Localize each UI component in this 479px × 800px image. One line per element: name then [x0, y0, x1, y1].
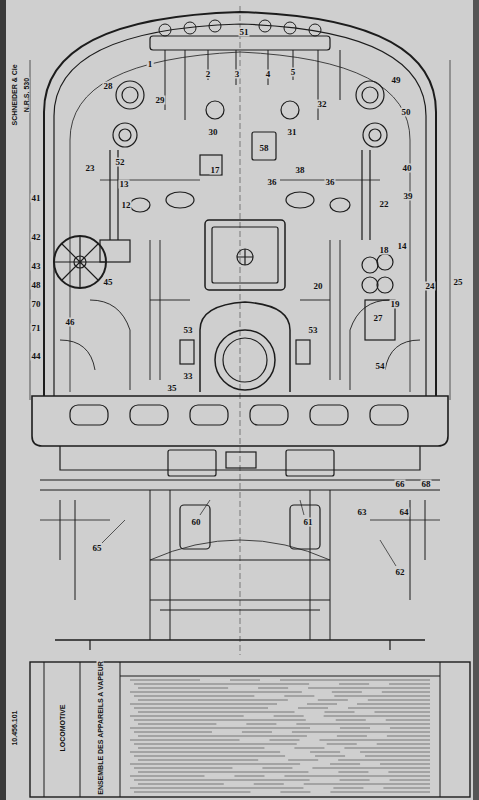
callout-number: 66	[395, 480, 406, 489]
callout-number: 31	[287, 128, 298, 137]
callout-number: 1	[147, 60, 154, 69]
title-block-text: 10.456.101	[11, 709, 18, 746]
callout-number: 13	[119, 180, 130, 189]
callout-number: 12	[121, 201, 132, 210]
callout-number: 63	[357, 508, 368, 517]
callout-number: 19	[390, 300, 401, 309]
callout-number: 61	[303, 518, 314, 527]
callout-number: 27	[373, 314, 384, 323]
callout-number: 4	[265, 70, 272, 79]
title-block-text: LOCOMOTIVE	[59, 703, 66, 752]
callout-number: 3	[234, 70, 241, 79]
callout-number: 49	[391, 76, 402, 85]
callout-number: 30	[208, 128, 219, 137]
callout-number: 40	[402, 164, 413, 173]
callout-number: 42	[31, 233, 42, 242]
callout-number: 17	[210, 166, 221, 175]
callout-number: 60	[191, 518, 202, 527]
callout-number: 68	[421, 480, 432, 489]
callout-number: 53	[308, 326, 319, 335]
callout-number: 46	[65, 318, 76, 327]
title-block-text: SCHNEIDER & Cie	[11, 63, 18, 126]
callout-number: 65	[92, 544, 103, 553]
callout-number: 43	[31, 262, 42, 271]
callout-number: 14	[397, 242, 408, 251]
title-block-text: ENSEMBLE DES APPAREILS A VAPEUR	[97, 660, 104, 796]
callout-number: 64	[399, 508, 410, 517]
callout-number: 58	[259, 144, 270, 153]
callout-number: 38	[295, 166, 306, 175]
callout-number: 52	[115, 158, 126, 167]
callout-number: 33	[183, 372, 194, 381]
callout-number: 32	[317, 100, 328, 109]
callout-number: 41	[31, 194, 42, 203]
callout-number: 45	[103, 278, 114, 287]
callout-number: 53	[183, 326, 194, 335]
callout-number: 2	[205, 70, 212, 79]
callout-number: 25	[453, 278, 464, 287]
callout-number: 39	[403, 192, 414, 201]
callout-number: 36	[325, 178, 336, 187]
callout-number: 23	[85, 164, 96, 173]
title-block-text: N.R.S. 530	[23, 77, 30, 113]
callout-number: 20	[313, 282, 324, 291]
callout-number: 28	[103, 82, 114, 91]
callout-number: 22	[379, 200, 390, 209]
callout-number: 44	[31, 352, 42, 361]
callout-number: 62	[395, 568, 406, 577]
callout-number: 51	[239, 28, 250, 37]
callout-number: 35	[167, 384, 178, 393]
callout-number: 36	[267, 178, 278, 187]
callout-number: 54	[375, 362, 386, 371]
callout-number: 24	[425, 282, 436, 291]
callout-number: 18	[379, 246, 390, 255]
callout-number: 29	[155, 96, 166, 105]
callout-number: 48	[31, 281, 42, 290]
callout-number: 71	[31, 324, 42, 333]
callout-number: 50	[401, 108, 412, 117]
callout-number: 70	[31, 300, 42, 309]
callout-number: 5	[290, 68, 297, 77]
